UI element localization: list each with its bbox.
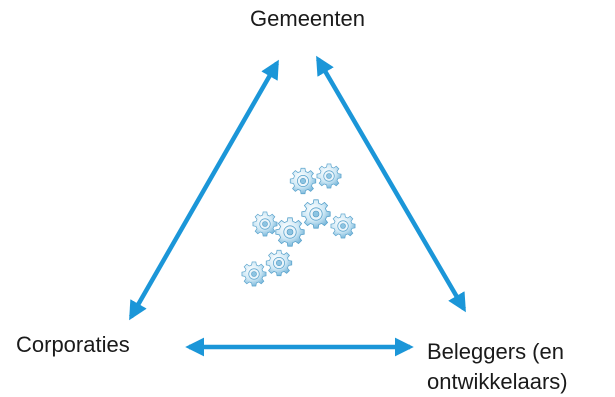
node-beleggers-line1: Beleggers (en — [427, 339, 564, 364]
arrow-gemeenten-corporaties — [129, 59, 279, 321]
node-corporaties: Corporaties — [16, 332, 130, 357]
node-beleggers-line2: ontwikkelaars) — [427, 369, 568, 394]
arrow-gemeenten-beleggers — [316, 55, 466, 313]
gears-icon — [241, 163, 356, 287]
node-beleggers: Beleggers (en ontwikkelaars) — [427, 337, 568, 397]
node-gemeenten: Gemeenten — [250, 6, 365, 31]
